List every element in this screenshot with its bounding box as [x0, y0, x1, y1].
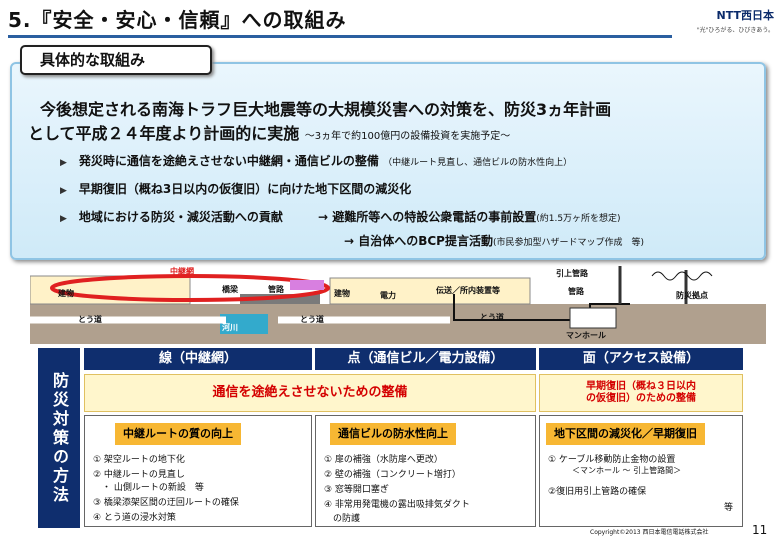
label-tunnel-center: とう道 — [300, 315, 324, 324]
logo-text: NTT西日本 — [716, 9, 774, 22]
bullet-triangle-icon: ▶ — [60, 158, 67, 168]
building-center — [329, 277, 531, 305]
measure-box-relay: 中継ルートの質の向上 ① 架空ルートの地下化 ② 中継ルートの見直し ・ 山側ル… — [84, 415, 312, 527]
bullet-2-text: 早期復旧（概ね3日以内の仮復旧）に向けた地下区間の減災化 — [78, 182, 412, 196]
signal-wave-icon — [651, 271, 713, 281]
side-label-methods: 防災対策の方法 — [38, 348, 80, 528]
label-pipe: 管路 — [268, 285, 284, 294]
initiatives-panel — [10, 62, 766, 260]
logo-tagline: "光"ひろがる、ひびきあう。 — [696, 27, 774, 34]
bridge-cable — [290, 280, 324, 290]
column-header-point: 点（通信ビル／電力設備） — [315, 348, 536, 370]
label-tunnel-right: とう道 — [480, 313, 504, 322]
goal-banner-continuity: 通信を途絶えさせないための整備 — [84, 374, 536, 412]
infrastructure-diagram — [30, 266, 766, 344]
label-power: 電力 — [380, 291, 396, 300]
relay-network-ring — [50, 274, 330, 302]
arrow2-note: (市民参加型ハザードマップ作成 等) — [492, 238, 645, 248]
headline-line1: 今後想定される南海トラフ巨大地震等の大規模災害への対策を、防災3ヵ年計画 — [40, 100, 612, 119]
list-item: ③ 窓等開口塞ぎ — [324, 485, 389, 495]
list-item: の防護 — [324, 514, 361, 524]
list-item: ① ケーブル移動防止金物の設置 — [548, 455, 676, 465]
list-item: ① 扉の補強（水防扉へ更改） — [324, 455, 443, 465]
label-building-left: 建物 — [58, 289, 74, 298]
label-building-center: 建物 — [334, 289, 350, 298]
bullet-3-text: 地域における防災・減災活動への貢献 — [78, 210, 283, 224]
box-title-building: 通信ビルの防水性向上 — [330, 423, 456, 445]
bullet-2: ▶ 早期復旧（概ね3日以内の仮復旧）に向けた地下区間の減災化 — [60, 180, 411, 197]
arrow1-note: (約1.5万ヶ所を想定) — [536, 214, 621, 224]
bullet-triangle-icon: ▶ — [60, 186, 67, 196]
list-item: ① 架空ルートの地下化 — [93, 455, 185, 465]
copyright: Copyright©2013 西日本電信電話株式会社 — [590, 529, 709, 536]
section-tab: 具体的な取組み — [20, 45, 212, 75]
headline-line2: として平成２４年度より計画的に実施 ～3ヵ年で約100億円の設備投資を実施予定～ — [28, 120, 510, 144]
bullet-3: ▶ 地域における防災・減災活動への貢献 — [60, 208, 283, 225]
bullet-3-arrow1: → 避難所等への特設公衆電話の事前設置(約1.5万ヶ所を想定) — [318, 208, 621, 225]
list-item: ＜マンホール 〜 引上管路間＞ — [548, 466, 682, 475]
list-item: ④ とう道の浸水対策 — [93, 513, 176, 523]
river — [220, 314, 268, 334]
bullet-1-note: （中継ルート見直し、通信ビルの防水性向上） — [383, 158, 573, 168]
bullet-triangle-icon: ▶ — [60, 214, 67, 224]
box-title-relay: 中継ルートの質の向上 — [115, 423, 241, 445]
headline-line2-text: として平成２４年度より計画的に実施 — [28, 124, 300, 143]
label-inlet-pipe: 引上管路 — [556, 269, 588, 278]
arrow1-text: → 避難所等への特設公衆電話の事前設置 — [318, 210, 537, 224]
label-pipe-2: 管路 — [568, 287, 584, 296]
goal-banner-recovery: 早期復旧（概ね３日以内 の仮復旧）のための整備 — [539, 374, 743, 412]
bullet-3-arrow2: → 自治体へのBCP提言活動(市民参加型ハザードマップ作成 等) — [344, 232, 644, 249]
label-tunnel-left: とう道 — [78, 315, 102, 324]
goal-recovery-line1: 早期復旧（概ね３日以内 — [586, 381, 696, 392]
list-item: ②復旧用引上管路の確保 — [548, 487, 647, 497]
arrow2-text: → 自治体へのBCP提言活動 — [344, 234, 493, 248]
measure-box-building: 通信ビルの防水性向上 ① 扉の補強（水防扉へ更改） ② 壁の補強（コンクリート増… — [315, 415, 536, 527]
page-title: 5.『安全・安心・信頼』への取組み — [8, 8, 347, 32]
column-header-area: 面（アクセス設備） — [539, 348, 743, 370]
etc-label: 等 — [724, 503, 734, 513]
label-bridge: 橋梁 — [222, 285, 238, 294]
list-item: ・ 山側ルートの新設 等 — [93, 483, 204, 493]
manhole-box — [569, 307, 617, 329]
measure-box-access: 地下区間の減災化／早期復旧 ① ケーブル移動防止金物の設置 ＜マンホール 〜 引… — [539, 415, 743, 527]
list-item: ③ 橋梁添架区間の迂回ルートの確保 — [93, 498, 239, 508]
label-river: 河川 — [222, 323, 238, 332]
list-item: ② 壁の補強（コンクリート増打） — [324, 470, 461, 480]
title-underline — [8, 35, 672, 38]
label-relay-net: 中継網 — [170, 267, 194, 276]
column-header-line: 線（中継網） — [84, 348, 312, 370]
box-title-access: 地下区間の減災化／早期復旧 — [546, 423, 705, 445]
list-item: ④ 非常用発電機の露出吸排気ダクト — [324, 500, 470, 510]
company-logo: NTT西日本 "光"ひろがる、ひびきあう。 — [697, 7, 774, 34]
label-manhole: マンホール — [566, 331, 606, 340]
page-number: 11 — [752, 523, 768, 537]
headline-note: ～3ヵ年で約100億円の設備投資を実施予定～ — [304, 131, 511, 142]
list-item: ② 中継ルートの見直し — [93, 470, 185, 480]
label-transmission: 伝送／所内装置等 — [436, 286, 500, 295]
bullet-1-text: 発災時に通信を途絶えさせない中継網・通信ビルの整備 — [78, 154, 379, 168]
ground-layer — [30, 304, 766, 344]
bullet-1: ▶ 発災時に通信を途絶えさせない中継網・通信ビルの整備 （中継ルート見直し、通信ビ… — [60, 152, 572, 169]
label-disaster-site: 防災拠点 — [676, 291, 708, 300]
goal-recovery-line2: の仮復旧）のための整備 — [586, 393, 696, 404]
